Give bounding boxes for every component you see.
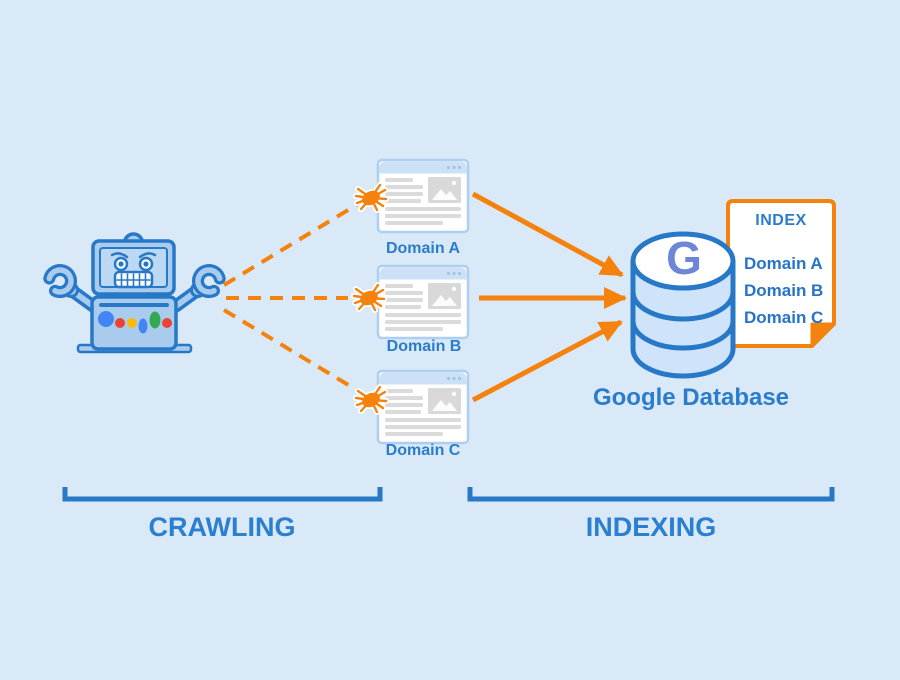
crawler-spider-icon-c <box>356 387 386 412</box>
webpage-label-domain-c: Domain C <box>385 442 461 459</box>
index-entry-domain-a: Domain A <box>744 254 823 273</box>
index-arrows <box>471 191 628 403</box>
index-arrow-a <box>471 191 624 278</box>
webpage-card-c <box>376 369 470 445</box>
index-entry-domain-b: Domain B <box>744 281 824 300</box>
index-entry-domain-c: Domain C <box>744 308 824 327</box>
robot-right-arm <box>169 264 226 313</box>
crawl-dashed-links <box>222 202 362 394</box>
crawler-spider-icon-a <box>356 185 386 210</box>
document-fold-corner <box>810 322 836 348</box>
robot-body-stripe <box>99 303 169 307</box>
google-database-label: Google Database <box>592 384 790 411</box>
crawling-stage-label: CRAWLING <box>148 512 296 542</box>
index-document-title: INDEX <box>755 212 807 229</box>
robot-buttons <box>98 311 172 334</box>
webpage-card-a <box>376 158 470 234</box>
webpage-card-b <box>376 264 470 340</box>
cylinder-top <box>630 231 736 291</box>
indexing-stage-label: INDEXING <box>585 512 717 542</box>
google-g-letter: G <box>666 231 702 284</box>
robot-left-arm <box>43 264 100 313</box>
crawler-spider-icon-b <box>354 285 384 310</box>
index-arrow-c <box>471 319 623 403</box>
robot-face <box>110 252 157 289</box>
indexing-bracket <box>467 487 835 502</box>
crawl-dashed-link-c <box>222 308 362 394</box>
crawl-dashed-link-a <box>222 202 360 287</box>
googlebot-robot-icon <box>43 232 226 354</box>
crawling-bracket <box>62 487 383 502</box>
webpage-label-domain-b: Domain B <box>386 338 462 355</box>
webpage-label-domain-a: Domain A <box>385 240 461 257</box>
google-database-icon <box>630 231 736 379</box>
